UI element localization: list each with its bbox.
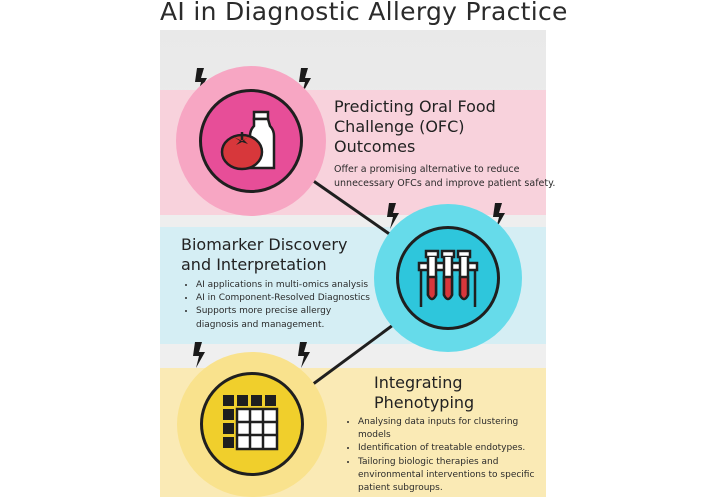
lightning-bolt-icon [193,342,205,368]
lightning-bolt-icon [298,342,310,368]
test-tubes-icon [417,249,479,307]
biomarker-icon-inner [396,226,500,330]
bullet-item: Tailoring biologic therapies andenvironm… [358,456,558,496]
connector-line-2 [304,312,409,392]
lightning-bolt-icon [195,68,207,94]
biomarker-heading-line: and Interpretation [181,255,327,274]
phenotyping-heading-line: Integrating [374,373,463,392]
biomarker-heading-line: Biomarker Discovery [181,235,348,254]
bullet-item: Identification of treatable endotypes. [358,442,558,455]
ofc-description: Offer a promising alternative to reduce … [334,163,555,191]
page-title: AI in Diagnostic Allergy Practice [160,0,568,26]
ofc-icon-inner [199,89,303,193]
bullet-item: Analysing data inputs for clusteringmode… [358,416,558,442]
lightning-bolt-icon [387,203,399,229]
grid-icon [223,395,279,451]
ofc-description-line: Offer a promising alternative to reduce [334,164,520,175]
food-and-bottle-icon [220,110,276,171]
lightning-bolt-icon [299,68,311,94]
phenotyping-heading: Integrating Phenotyping [374,373,474,413]
bullet-item: AI applications in multi-omics analysis [196,279,386,292]
biomarker-heading: Biomarker Discovery and Interpretation [181,235,347,275]
phenotyping-icon-disc [177,352,327,497]
ofc-heading-line: Predicting Oral Food [334,97,496,116]
connector-line-1 [311,178,399,242]
ofc-heading: Predicting Oral Food Challenge (OFC) Out… [334,97,496,157]
biomarker-icon-disc [374,204,522,352]
biomarker-bullets: AI applications in multi-omics analysis … [182,279,386,332]
bullet-item: AI in Component-Resolved Diagnostics [196,292,386,305]
phenotyping-heading-line: Phenotyping [374,393,475,412]
lightning-bolt-icon [493,203,505,229]
ofc-icon-disc [176,66,326,216]
ofc-description-line: unnecessary OFCs and improve patient saf… [334,178,556,189]
ofc-heading-line: Challenge (OFC) [334,117,465,136]
phenotyping-bullets: Analysing data inputs for clusteringmode… [344,416,558,495]
phenotyping-icon-inner [200,372,304,476]
ofc-heading-line: Outcomes [334,137,416,156]
